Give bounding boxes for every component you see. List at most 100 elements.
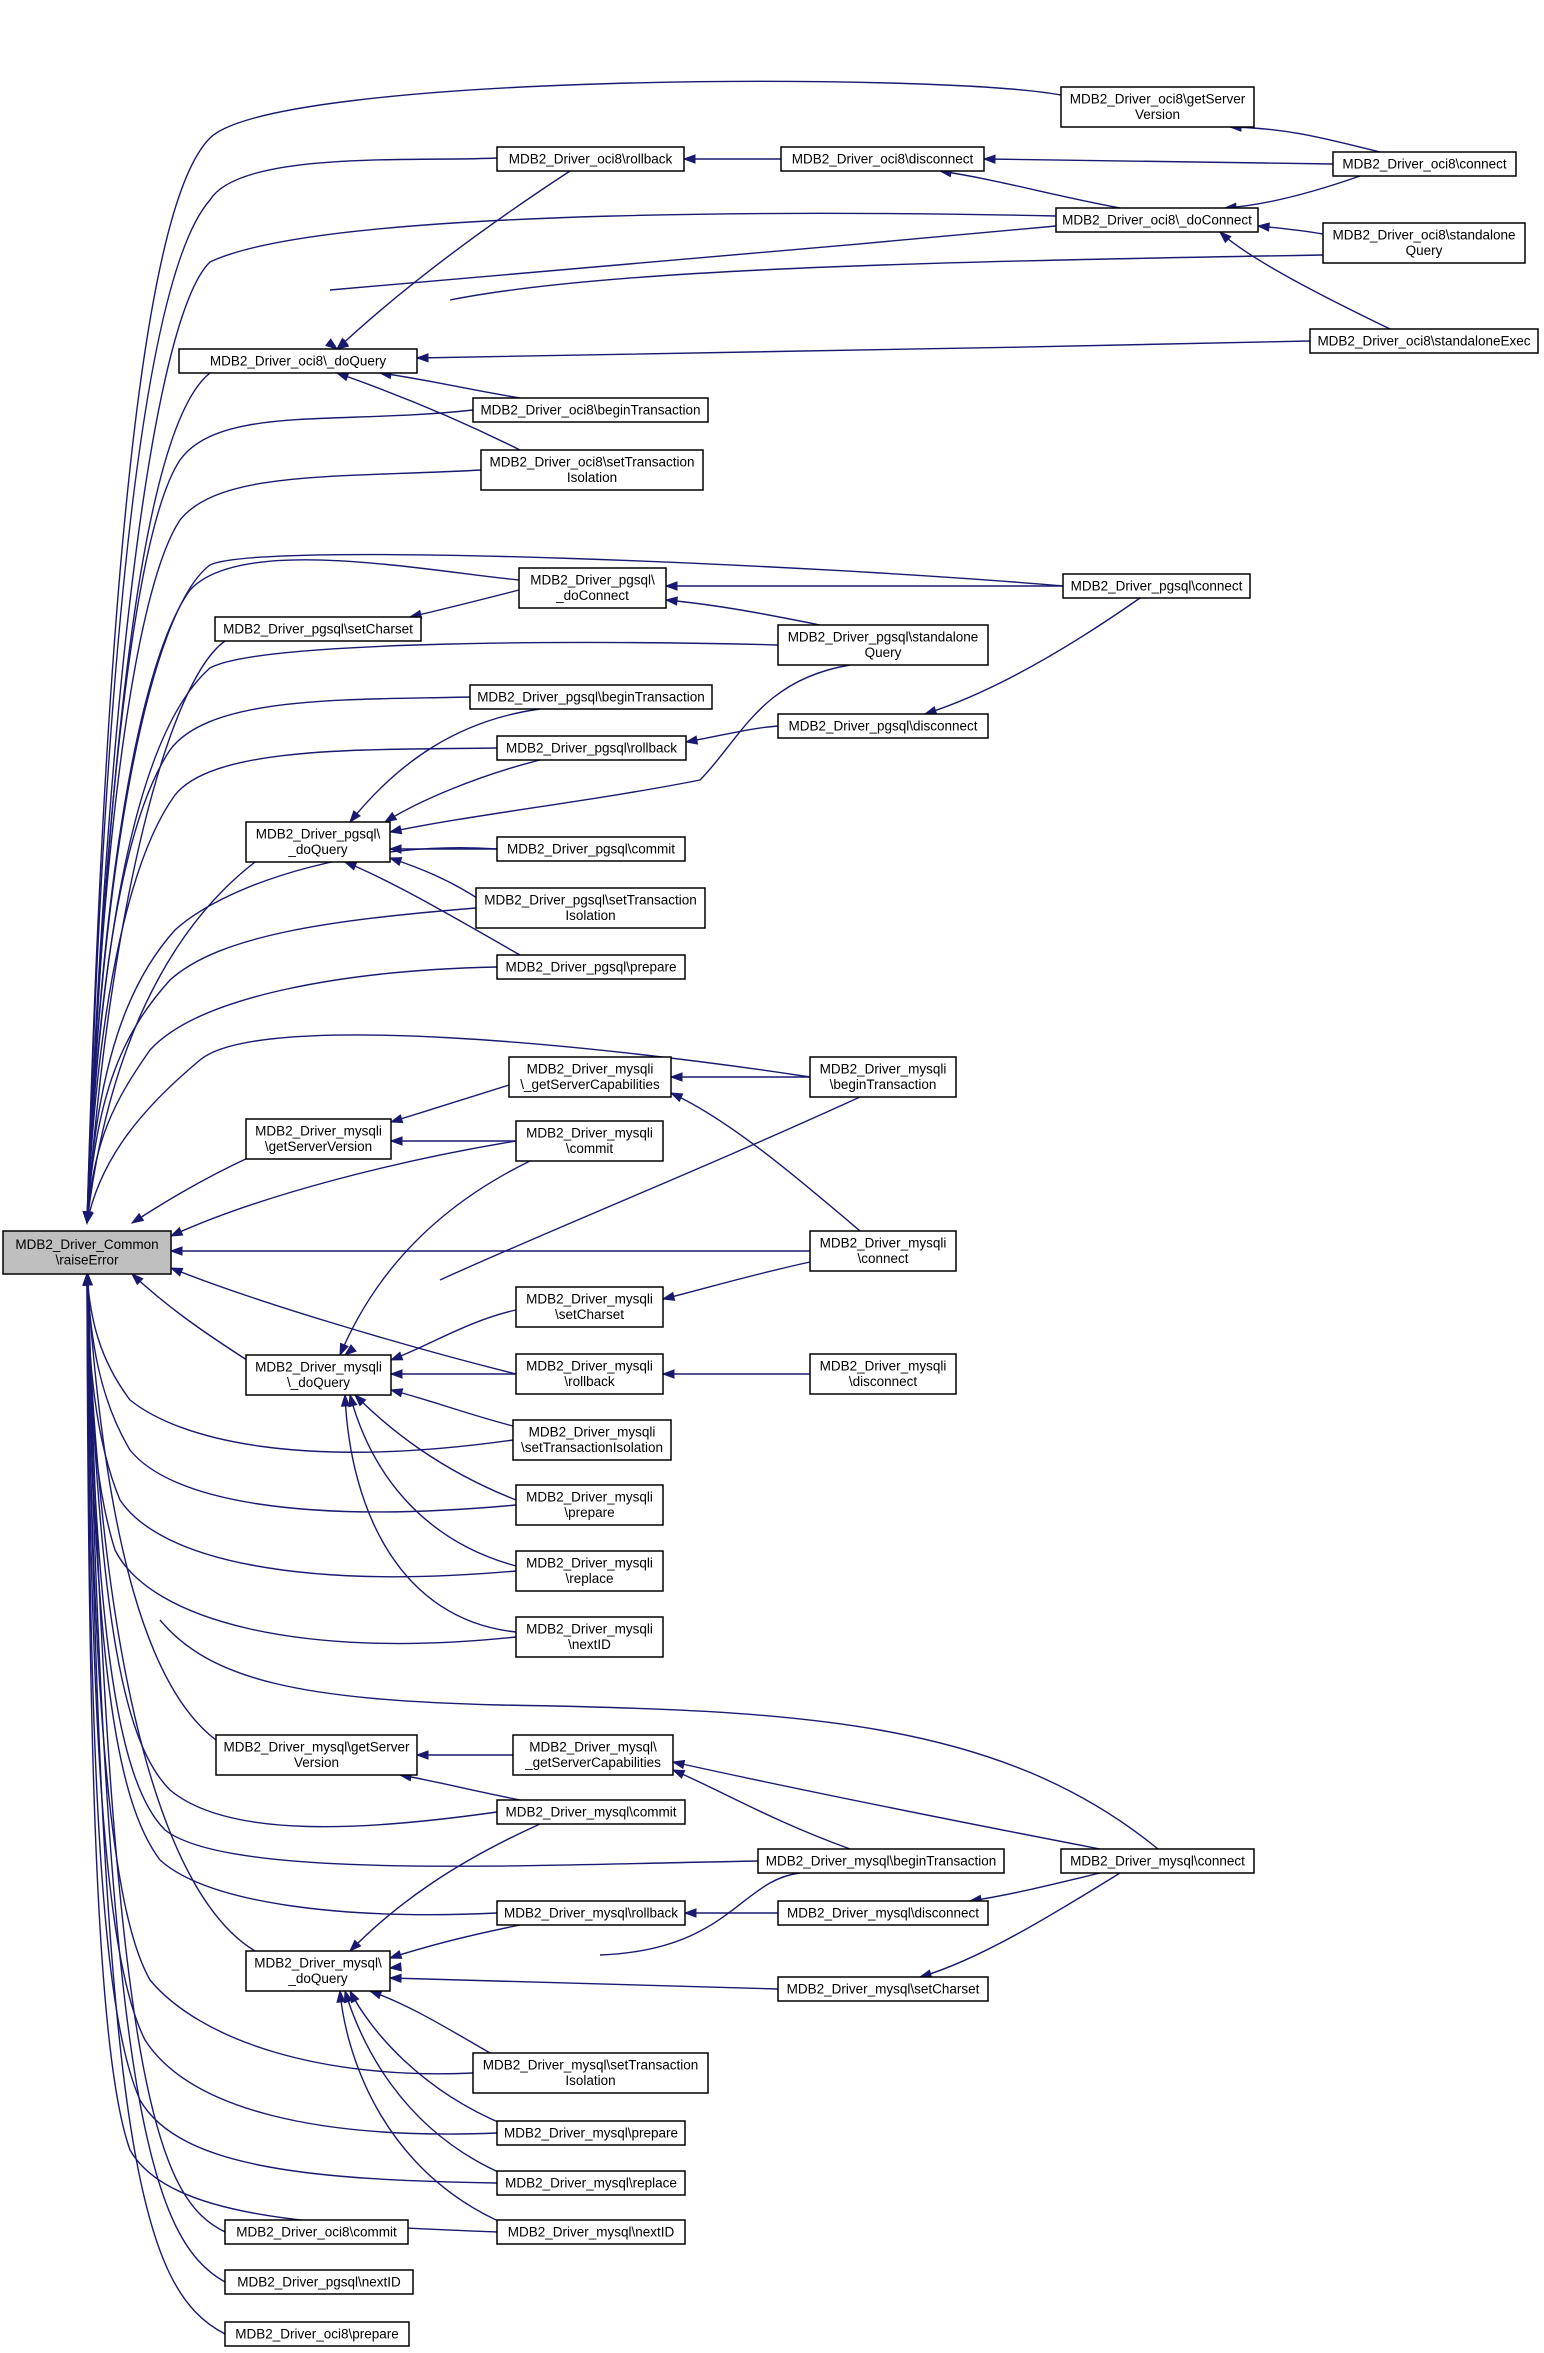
node-label-line: \beginTransaction xyxy=(830,1077,937,1092)
node-mysqli-getServerVersion[interactable]: MDB2_Driver_mysqli\getServerVersion xyxy=(245,1118,392,1160)
node-box xyxy=(777,1976,989,2002)
edge-line xyxy=(439,1096,861,1281)
node-mysqli-setTransactionIsolation[interactable]: MDB2_Driver_mysqli\setTransactionIsolati… xyxy=(512,1419,672,1461)
node-box xyxy=(512,1734,674,1776)
edge-oci8_standaloneQuery-to-oci8_doQuery xyxy=(335,254,1324,350)
node-mysql-beginTransaction[interactable]: MDB2_Driver_mysql\beginTransaction xyxy=(757,1848,1005,1874)
node-box xyxy=(496,836,686,862)
node-pgsql-prepare[interactable]: MDB2_Driver_pgsql\prepare xyxy=(496,954,686,980)
node-pgsql-setCharset[interactable]: MDB2_Driver_pgsql\setCharset xyxy=(214,616,422,642)
node-pgsql-commit[interactable]: MDB2_Driver_pgsql\commit xyxy=(496,836,686,862)
edge-line xyxy=(389,1924,521,1959)
node-mysql-replace[interactable]: MDB2_Driver_mysql\replace xyxy=(496,2170,686,2196)
node-pgsql-disconnect[interactable]: MDB2_Driver_pgsql\disconnect xyxy=(777,713,989,739)
node-pgsql-doQuery[interactable]: MDB2_Driver_pgsql\_doQuery xyxy=(245,821,391,863)
node-mysql-getServerCapabilities[interactable]: MDB2_Driver_mysql\_getServerCapabilities xyxy=(512,1734,674,1776)
node-oci8-standaloneExec[interactable]: MDB2_Driver_oci8\standaloneExec xyxy=(1309,328,1539,354)
node-mysqli-rollback[interactable]: MDB2_Driver_mysqli\rollback xyxy=(515,1353,664,1395)
edge-arrowhead xyxy=(339,1342,349,1357)
node-box xyxy=(1062,573,1251,599)
edge-line xyxy=(86,641,779,1224)
node-oci8-connect[interactable]: MDB2_Driver_oci8\connect xyxy=(1332,151,1517,177)
edge-pgsql_standaloneQuery-to-pgsql_doConnect xyxy=(664,596,821,626)
edge-line xyxy=(86,1273,517,1513)
node-label-line: MDB2_Driver_mysqli xyxy=(820,1062,947,1077)
node-mysqli-disconnect[interactable]: MDB2_Driver_mysqli\disconnect xyxy=(809,1353,957,1395)
edge-oci8_standaloneExec-to-oci8_doQuery xyxy=(415,340,1311,363)
edge-arrowhead xyxy=(343,861,358,871)
edge-pgsql_standaloneQuery-to-pgsql_doQuery xyxy=(388,664,851,835)
node-mysql-rollback[interactable]: MDB2_Driver_mysql\rollback xyxy=(496,1900,686,1926)
node-label-line: MDB2_Driver_mysql\rollback xyxy=(504,1905,678,1920)
node-mysql-disconnect[interactable]: MDB2_Driver_mysql\disconnect xyxy=(777,1900,989,1926)
node-label-line: MDB2_Driver_mysqli xyxy=(526,1490,653,1505)
node-label-line: MDB2_Driver_oci8\beginTransaction xyxy=(480,402,700,417)
node-box xyxy=(480,449,704,491)
node-mysql-doQuery[interactable]: MDB2_Driver_mysql\_doQuery xyxy=(245,1950,391,1992)
node-mysqli-prepare[interactable]: MDB2_Driver_mysqli\prepare xyxy=(515,1484,664,1526)
node-pgsql-rollback[interactable]: MDB2_Driver_pgsql\rollback xyxy=(496,735,687,761)
node-label-line: \nextID xyxy=(568,1637,611,1652)
node-oci8-setTransactionIsolation[interactable]: MDB2_Driver_oci8\setTransactionIsolation xyxy=(480,449,704,491)
edge-arrowhead xyxy=(343,1989,353,2004)
node-mysql-getServerVersion[interactable]: MDB2_Driver_mysql\getServerVersion xyxy=(215,1734,418,1776)
edge-line xyxy=(336,170,571,350)
node-mysqli-connect[interactable]: MDB2_Driver_mysqli\connect xyxy=(809,1230,957,1272)
edge-arrowhead xyxy=(388,844,402,854)
node-pgsql-setTransactionIsolation[interactable]: MDB2_Driver_pgsql\setTransactionIsolatio… xyxy=(475,887,706,929)
node-oci8-beginTransaction[interactable]: MDB2_Driver_oci8\beginTransaction xyxy=(472,397,709,423)
node-label-line: MDB2_Driver_mysql\beginTransaction xyxy=(766,1853,997,1868)
node-mysql-commit[interactable]: MDB2_Driver_mysql\commit xyxy=(496,1799,686,1825)
node-mysqli-doQuery[interactable]: MDB2_Driver_mysqli\_doQuery xyxy=(245,1354,392,1396)
edge-line xyxy=(349,1823,541,1952)
node-box xyxy=(809,1353,957,1395)
node-oci8-getServerVersion[interactable]: MDB2_Driver_oci8\getServerVersion xyxy=(1060,86,1255,128)
node-oci8-commit[interactable]: MDB2_Driver_oci8\commit xyxy=(224,2219,409,2245)
node-oci8-doQuery[interactable]: MDB2_Driver_oci8\_doQuery xyxy=(178,348,418,374)
node-mysql-setTransactionIsolation[interactable]: MDB2_Driver_mysql\setTransactionIsolatio… xyxy=(472,2052,709,2094)
node-label-line: _getServerCapabilities xyxy=(524,1755,661,1770)
edge-arrowhead xyxy=(348,1393,358,1408)
edge-mysqli_commit-to-root xyxy=(169,1140,517,1237)
edge-mysqli_nextID-to-mysqli_doQuery xyxy=(340,1393,517,1633)
edge-mysqli_rollback-to-root xyxy=(169,1267,517,1375)
node-label-line: MDB2_Driver_oci8\standaloneExec xyxy=(1317,333,1530,348)
node-mysqli-replace[interactable]: MDB2_Driver_mysqli\replace xyxy=(515,1550,664,1592)
node-pgsql-beginTransaction[interactable]: MDB2_Driver_pgsql\beginTransaction xyxy=(469,684,713,710)
node-root[interactable]: MDB2_Driver_Common\raiseError xyxy=(2,1230,172,1275)
node-label-line: MDB2_Driver_oci8\disconnect xyxy=(792,151,974,166)
node-mysqli-nextID[interactable]: MDB2_Driver_mysqli\nextID xyxy=(515,1616,664,1658)
node-box xyxy=(224,2269,414,2295)
edge-mysqli_disconnect-to-mysqli_rollback xyxy=(661,1369,810,1379)
node-mysql-connect[interactable]: MDB2_Driver_mysql\connect xyxy=(1060,1848,1255,1874)
node-pgsql-nextID[interactable]: MDB2_Driver_pgsql\nextID xyxy=(224,2269,414,2295)
edge-line xyxy=(336,372,521,451)
node-mysqli-beginTransaction[interactable]: MDB2_Driver_mysqli\beginTransaction xyxy=(809,1056,957,1098)
node-oci8-rollback[interactable]: MDB2_Driver_oci8\rollback xyxy=(496,146,685,172)
node-mysql-prepare[interactable]: MDB2_Driver_mysql\prepare xyxy=(496,2120,686,2146)
node-oci8-disconnect[interactable]: MDB2_Driver_oci8\disconnect xyxy=(780,146,985,172)
node-box xyxy=(224,2219,409,2245)
node-mysql-nextID[interactable]: MDB2_Driver_mysql\nextID xyxy=(496,2219,686,2245)
edge-arrowhead xyxy=(682,154,696,164)
node-pgsql-doConnect[interactable]: MDB2_Driver_pgsql\_doConnect xyxy=(518,567,667,609)
node-oci8-prepare[interactable]: MDB2_Driver_oci8\prepare xyxy=(224,2321,410,2347)
edge-arrowhead xyxy=(415,1750,429,1760)
node-pgsql-connect[interactable]: MDB2_Driver_pgsql\connect xyxy=(1062,573,1251,599)
edge-mysql_nextID-to-mysql_doQuery xyxy=(336,1989,506,2225)
node-mysqli-setCharset[interactable]: MDB2_Driver_mysqli\setCharset xyxy=(515,1286,664,1328)
node-label-line: \_getServerCapabilities xyxy=(520,1077,660,1092)
node-mysqli-commit[interactable]: MDB2_Driver_mysqli\commit xyxy=(515,1120,664,1162)
node-label-line: MDB2_Driver_pgsql\rollback xyxy=(506,740,677,755)
node-label-line: MDB2_Driver_mysql\setCharset xyxy=(787,1981,980,1996)
edge-oci8_standaloneQuery-to-oci8_doConnect xyxy=(1256,222,1324,235)
node-mysql-setCharset[interactable]: MDB2_Driver_mysql\setCharset xyxy=(777,1976,989,2002)
edge-mysqli_connect-to-mysqli_getServerCapabilities xyxy=(669,1092,861,1232)
node-oci8-doConnect[interactable]: MDB2_Driver_oci8\_doConnect xyxy=(1055,207,1259,233)
node-mysqli-getServerCapabilities[interactable]: MDB2_Driver_mysqli\_getServerCapabilitie… xyxy=(508,1056,672,1098)
node-box xyxy=(515,1353,664,1395)
edge-line xyxy=(86,1273,226,2335)
node-box xyxy=(1055,207,1259,233)
